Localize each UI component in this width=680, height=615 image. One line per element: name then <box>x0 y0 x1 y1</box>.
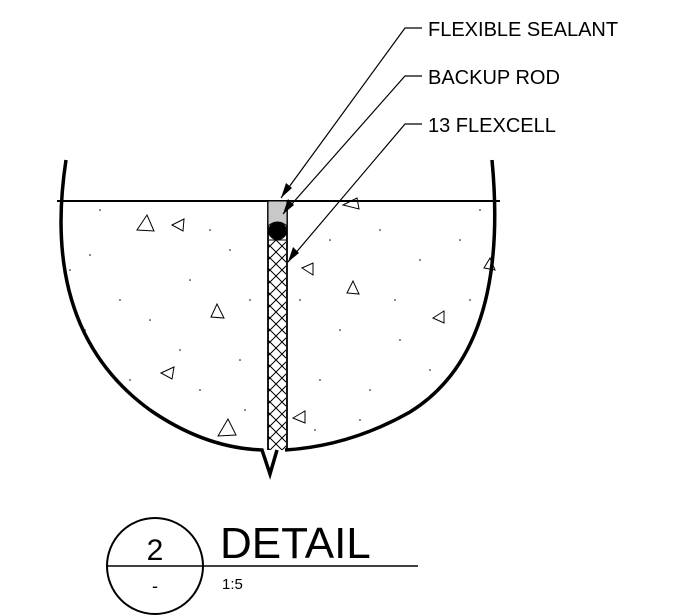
leader-backup-rod <box>282 75 422 215</box>
flexcell-filler <box>268 240 286 450</box>
concrete-slab <box>57 159 500 480</box>
aggregate-hatch <box>136 197 496 437</box>
callout-flexible-sealant: FLEXIBLE SEALANT <box>428 19 618 41</box>
callout-backup-rod: BACKUP ROD <box>428 67 560 89</box>
backup-rod <box>268 222 287 240</box>
detail-scale: 1:5 <box>222 576 243 593</box>
aggregate-dots <box>69 209 481 431</box>
detail-title-block: 2 - DETAIL 1:5 <box>106 517 418 615</box>
leader-flexible-sealant <box>280 27 422 199</box>
detail-sheet: - <box>152 576 158 596</box>
callout-flexcell: 13 FLEXCELL <box>428 115 556 137</box>
leader-lines <box>280 27 422 263</box>
detail-title: DETAIL <box>220 519 371 568</box>
leader-arrowheads <box>281 183 299 262</box>
slab-break-outline <box>59 159 497 480</box>
detail-number: 2 <box>147 534 164 567</box>
leader-flexcell <box>287 123 422 263</box>
